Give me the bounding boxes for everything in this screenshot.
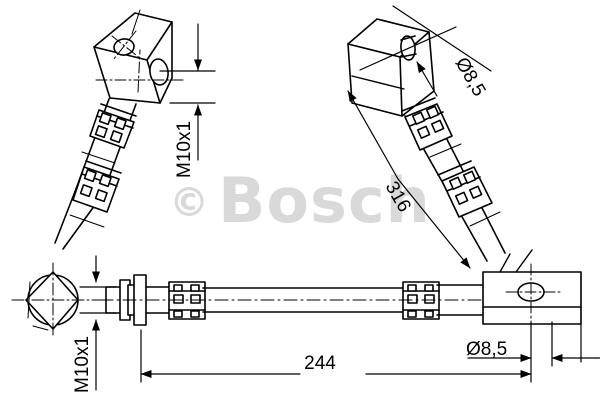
upper-right-block: [347, 18, 435, 117]
label-thread-upper-left: M10x1: [174, 121, 195, 178]
upper-left-banjo-block: [93, 9, 187, 104]
horizontal-hose: [99, 274, 521, 326]
lower-right-block: [482, 249, 582, 335]
label-thread-lower-left: M10x1: [72, 336, 93, 393]
dimension-lines: [79, 5, 600, 391]
label-length-244: 244: [304, 353, 336, 374]
diagonal-hose: [401, 97, 506, 262]
label-bore-lower-right: Ø8,5: [466, 339, 507, 360]
label-length-316: 316: [381, 178, 415, 216]
label-bore-upper-right: Ø8,5: [451, 54, 490, 100]
upper-left-hose: [54, 98, 137, 250]
lower-left-banjo-eye: [11, 262, 105, 339]
